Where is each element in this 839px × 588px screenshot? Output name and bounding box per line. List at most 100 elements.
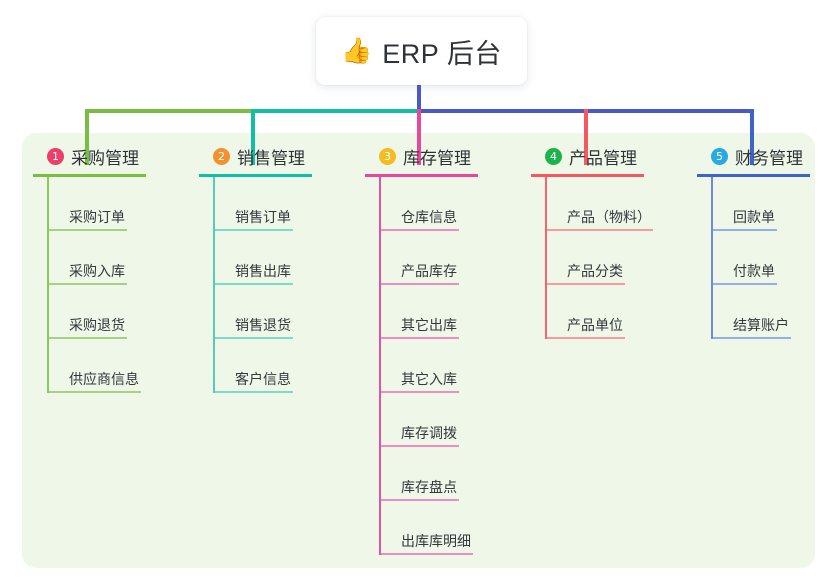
leaf-rule — [49, 283, 127, 285]
column-spine-finance — [711, 177, 713, 339]
column-badge-purchase: 1 — [47, 147, 64, 165]
column-rule-product — [531, 174, 644, 177]
leaf-rule — [547, 283, 625, 285]
leaf-node[interactable]: 销售订单 — [213, 177, 312, 231]
leaf-label: 采购订单 — [69, 209, 125, 225]
leaf-rule — [381, 337, 459, 339]
leaf-list-sales: 销售订单销售出库销售退货客户信息 — [213, 177, 312, 393]
leaf-rule — [381, 391, 459, 393]
column-badge-product: 4 — [545, 147, 562, 165]
leaf-node[interactable]: 产品分类 — [545, 231, 651, 285]
leaf-label: 销售订单 — [235, 209, 291, 225]
bus-segment-green — [85, 109, 253, 113]
leaf-node[interactable]: 采购订单 — [47, 177, 146, 231]
column-inventory: 3 库存管理仓库信息产品库存其它出库其它入库库存调拨库存盘点出库库明细 — [365, 144, 478, 555]
column-spine-sales — [213, 177, 215, 393]
leaf-node[interactable]: 产品（物料） — [545, 177, 653, 231]
leaf-node[interactable]: 采购退货 — [47, 285, 146, 339]
bus-segment-teal — [251, 109, 419, 113]
leaf-node[interactable]: 销售出库 — [213, 231, 312, 285]
leaf-node[interactable]: 产品单位 — [545, 285, 651, 339]
leaf-rule — [713, 229, 777, 231]
leaf-rule — [49, 391, 141, 393]
leaf-node[interactable]: 供应商信息 — [47, 339, 146, 393]
column-sales: 2 销售管理销售订单销售出库销售退货客户信息 — [199, 144, 312, 393]
leaf-label: 库存盘点 — [401, 479, 457, 495]
leaf-rule — [215, 337, 293, 339]
root-node[interactable]: 👍 ERP 后台 — [316, 17, 527, 85]
column-title-product: 产品管理 — [569, 148, 637, 168]
column-purchase: 1 采购管理采购订单采购入库采购退货供应商信息 — [33, 144, 146, 393]
column-title-purchase: 采购管理 — [71, 148, 139, 168]
leaf-label: 结算账户 — [733, 317, 789, 333]
column-badge-inventory: 3 — [379, 147, 396, 165]
background-panel — [22, 133, 815, 568]
leaf-node[interactable]: 其它出库 — [379, 285, 478, 339]
column-header-finance[interactable]: 5 财务管理 — [697, 144, 810, 168]
leaf-rule — [381, 283, 459, 285]
leaf-label: 销售出库 — [235, 263, 291, 279]
leaf-label: 采购入库 — [69, 263, 125, 279]
leaf-node[interactable]: 仓库信息 — [379, 177, 478, 231]
leaf-rule — [49, 337, 127, 339]
leaf-list-finance: 回款单付款单结算账户 — [711, 177, 810, 339]
leaf-rule — [381, 553, 473, 555]
leaf-label: 回款单 — [733, 209, 775, 225]
column-title-inventory: 库存管理 — [403, 148, 471, 168]
leaf-node[interactable]: 回款单 — [711, 177, 810, 231]
leaf-node[interactable]: 库存调拨 — [379, 393, 478, 447]
leaf-label: 客户信息 — [235, 371, 291, 387]
leaf-node[interactable]: 库存盘点 — [379, 447, 478, 501]
leaf-node[interactable]: 产品库存 — [379, 231, 478, 285]
column-rule-sales — [199, 174, 312, 177]
column-rule-finance — [697, 174, 810, 177]
leaf-label: 供应商信息 — [69, 371, 139, 387]
leaf-label: 库存调拨 — [401, 425, 457, 441]
leaf-rule — [547, 229, 653, 231]
column-header-product[interactable]: 4 产品管理 — [531, 144, 651, 168]
leaf-rule — [381, 445, 459, 447]
column-rule-inventory — [365, 174, 478, 177]
leaf-label: 仓库信息 — [401, 209, 457, 225]
column-badge-sales: 2 — [213, 147, 230, 165]
leaf-node[interactable]: 付款单 — [711, 231, 810, 285]
root-title: ERP 后台 — [382, 38, 502, 69]
column-spine-purchase — [47, 177, 49, 393]
leaf-node[interactable]: 客户信息 — [213, 339, 312, 393]
drop-purchase — [85, 109, 89, 165]
column-spine-product — [545, 177, 547, 339]
leaf-node[interactable]: 采购入库 — [47, 231, 146, 285]
leaf-rule — [713, 337, 791, 339]
leaf-label: 销售退货 — [235, 317, 291, 333]
column-badge-finance: 5 — [711, 147, 728, 165]
column-spine-inventory — [379, 177, 381, 555]
column-header-inventory[interactable]: 3 库存管理 — [365, 144, 478, 168]
column-product: 4 产品管理产品（物料） 产品分类产品单位 — [531, 144, 653, 339]
column-title-finance: 财务管理 — [735, 148, 803, 168]
drop-product — [584, 109, 588, 165]
leaf-label: 其它入库 — [401, 371, 457, 387]
drop-inventory — [417, 109, 421, 165]
leaf-rule — [547, 337, 625, 339]
leaf-node[interactable]: 出库库明细 — [379, 501, 478, 555]
column-header-sales[interactable]: 2 销售管理 — [199, 144, 312, 168]
leaf-label: 其它出库 — [401, 317, 457, 333]
drop-sales — [251, 109, 255, 165]
column-header-purchase[interactable]: 1 采购管理 — [33, 144, 146, 168]
leaf-rule — [215, 283, 293, 285]
drop-finance — [750, 109, 754, 165]
thumbs-up-icon: 👍 — [341, 36, 373, 65]
leaf-node[interactable]: 其它入库 — [379, 339, 478, 393]
leaf-node[interactable]: 结算账户 — [711, 285, 810, 339]
leaf-rule — [713, 283, 777, 285]
leaf-label: 产品（物料） — [567, 209, 651, 225]
leaf-label: 产品单位 — [567, 317, 623, 333]
leaf-rule — [215, 229, 293, 231]
leaf-label: 产品分类 — [567, 263, 623, 279]
column-title-sales: 销售管理 — [237, 148, 305, 168]
column-finance: 5 财务管理回款单付款单结算账户 — [697, 144, 810, 339]
leaf-list-purchase: 采购订单采购入库采购退货供应商信息 — [47, 177, 146, 393]
leaf-label: 付款单 — [733, 263, 775, 279]
root-stem-connector — [417, 85, 421, 111]
leaf-node[interactable]: 销售退货 — [213, 285, 312, 339]
